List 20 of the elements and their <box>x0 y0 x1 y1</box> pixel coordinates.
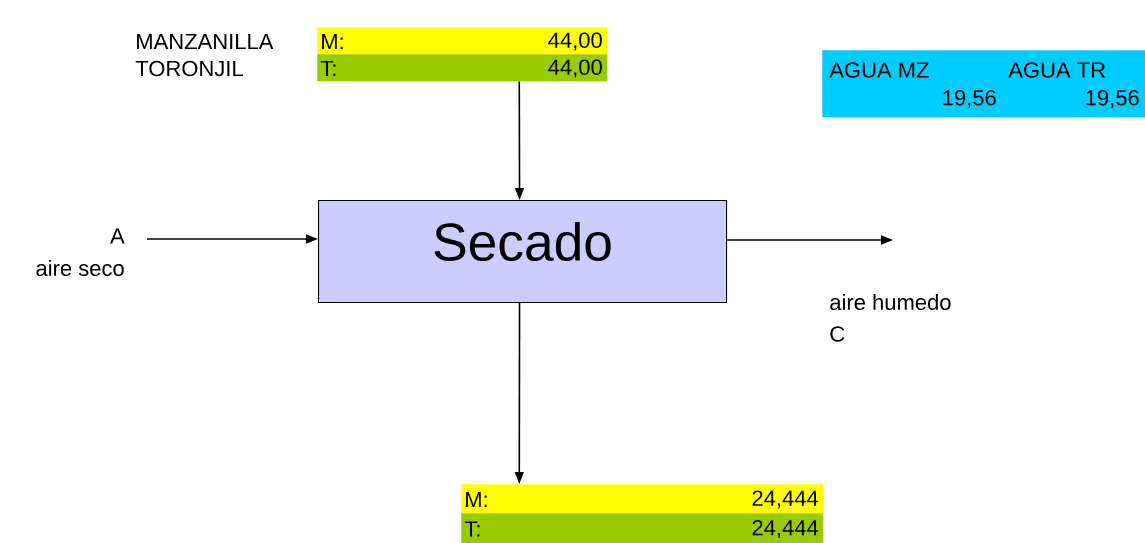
stream-label: A <box>110 228 125 244</box>
table-row: T: 24,444 <box>461 513 824 543</box>
process-box: Secado <box>318 200 728 304</box>
table-row: M: 44,00 <box>317 27 608 55</box>
node-label: M: <box>322 33 343 50</box>
water-table: AGUA MZ AGUA TR 19,56 19,56 <box>822 50 1145 118</box>
arrow <box>726 235 893 245</box>
arrow <box>514 80 525 200</box>
node-label: 44,00 <box>548 32 602 51</box>
node-label: 44,00 <box>548 59 602 78</box>
stream-label: C <box>830 326 845 342</box>
node-label: T: <box>320 60 336 77</box>
arrow <box>514 302 524 484</box>
arrow <box>146 234 318 244</box>
stream-label: aire seco <box>36 259 124 277</box>
stream-label: aire humedo <box>830 293 951 311</box>
row-label: MANZANILLA <box>137 33 274 50</box>
table-row: T: 44,00 <box>317 54 608 82</box>
row-label: TORONJIL <box>135 60 243 77</box>
table-row: M: 24,444 <box>461 484 824 514</box>
